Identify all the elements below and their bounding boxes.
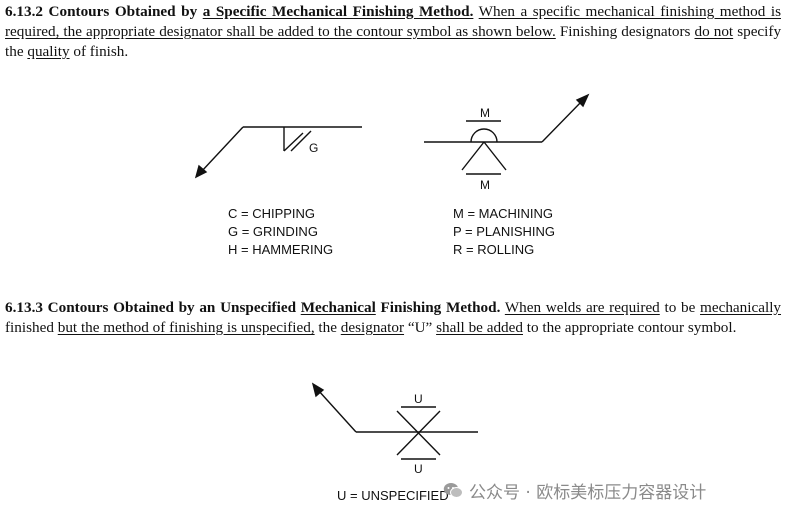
legend-planishing: P = PLANISHING [453, 224, 555, 239]
legend-hammering: H = HAMMERING [228, 242, 334, 257]
section-6-13-2-title: 6.13.2 Contours Obtained by a Specific M… [5, 3, 474, 20]
watermark-text: 公众号 · 欧标美标压力容器设计 [469, 483, 707, 503]
wechat-icon [443, 482, 463, 499]
grinding-designator: G [309, 141, 318, 155]
legend-grinding: G = GRINDING [228, 224, 318, 239]
legend-chipping: C = CHIPPING [228, 206, 316, 221]
section-6-13-2-sentence-1: When a specific mechanical finishing met… [5, 3, 781, 40]
section-6-13-3-title: 6.13.3 Contours Obtained by an Unspecifi… [5, 299, 501, 316]
legend-machining: M = MACHINING [453, 206, 554, 221]
unspecified-designator-top: U [414, 392, 423, 406]
watermark: 公众号 · 欧标美标压力容器设计 [443, 478, 706, 503]
unspecified-contour-symbol [311, 382, 478, 460]
finishing-legend-left: C = CHIPPING G = GRINDING H = HAMMERING [228, 205, 333, 259]
section-6-13-2-paragraph: 6.13.2 Contours Obtained by a Specific M… [5, 3, 782, 60]
finishing-legend-right: M = MACHINING P = PLANISHING R = ROLLING [453, 205, 555, 259]
machining-designator-bottom: M [480, 178, 490, 192]
machining-contour-symbol [424, 93, 590, 175]
legend-unspecified: U = UNSPECIFIED [337, 488, 449, 503]
unspecified-designator-bottom: U [414, 462, 423, 476]
grinding-contour-symbol [194, 126, 362, 179]
machining-designator-top: M [480, 106, 490, 120]
section-6-13-3-paragraph: 6.13.3 Contours Obtained by an Unspecifi… [5, 299, 782, 336]
legend-rolling: R = ROLLING [453, 242, 535, 257]
